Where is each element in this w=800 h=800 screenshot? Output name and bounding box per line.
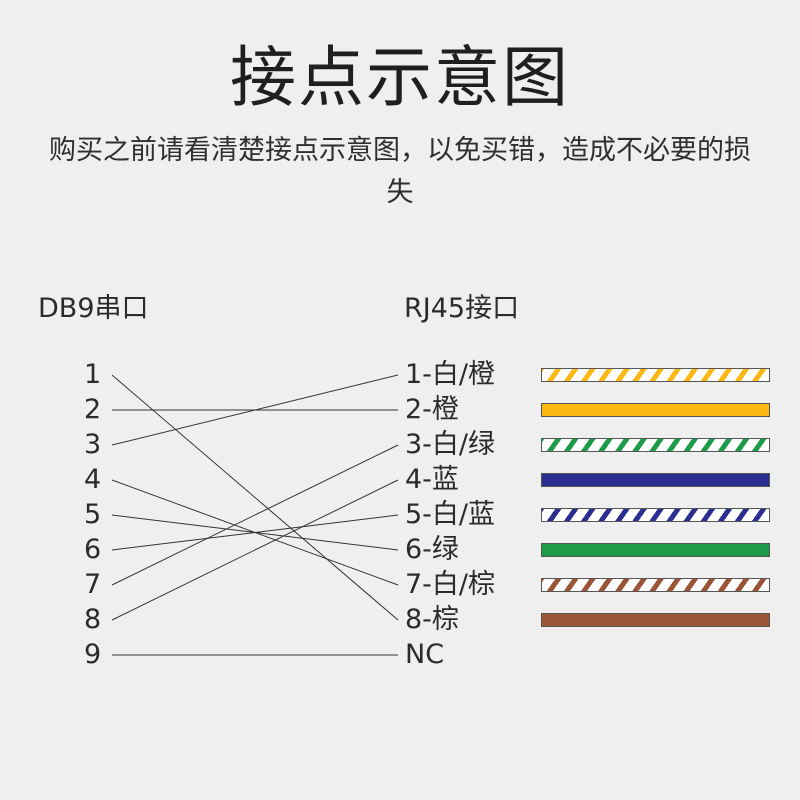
wire-strip-6 — [541, 543, 770, 557]
wire-strip-1 — [541, 368, 770, 382]
rj45-pin-4: 4-蓝 — [405, 464, 459, 495]
page-title: 接点示意图 — [230, 39, 570, 116]
db9-pin-5: 5 — [84, 499, 102, 530]
rj45-header: RJ45接口 — [404, 293, 520, 324]
wire-strip-7 — [541, 578, 770, 592]
wire-strip-4 — [541, 473, 770, 487]
connection-line-3 — [111, 374, 399, 446]
rj45-pin-3: 3-白/绿 — [405, 429, 496, 460]
db9-pin-6: 6 — [84, 534, 102, 565]
db9-pin-1: 1 — [84, 359, 102, 390]
connection-line-7 — [111, 444, 399, 586]
rj45-pin-2: 2-橙 — [405, 394, 459, 425]
rj45-pin-1: 1-白/橙 — [405, 359, 496, 390]
rj45-pin-6: 6-绿 — [405, 534, 459, 565]
db9-pin-7: 7 — [84, 569, 102, 600]
connection-line-8 — [111, 479, 399, 621]
rj45-pin-9: NC — [405, 639, 445, 670]
db9-pin-9: 9 — [84, 639, 102, 670]
db9-pin-3: 3 — [84, 429, 102, 460]
wire-strip-2 — [541, 403, 770, 417]
connection-line-6 — [111, 514, 399, 551]
page-subtitle: 购买之前请看清楚接点示意图，以免买错，造成不必要的损失 — [49, 135, 751, 208]
db9-pin-8: 8 — [84, 604, 102, 635]
wire-strip-3 — [541, 438, 770, 452]
rj45-pin-7: 7-白/棕 — [405, 569, 496, 600]
wire-strip-8 — [541, 613, 770, 627]
connection-line-1 — [111, 374, 399, 621]
db9-pin-2: 2 — [84, 394, 102, 425]
db9-pin-4: 4 — [84, 464, 102, 495]
rj45-pin-8: 8-棕 — [405, 604, 459, 635]
rj45-pin-5: 5-白/蓝 — [405, 499, 496, 530]
db9-header: DB9串口 — [38, 293, 149, 324]
wire-strip-5 — [541, 508, 770, 522]
